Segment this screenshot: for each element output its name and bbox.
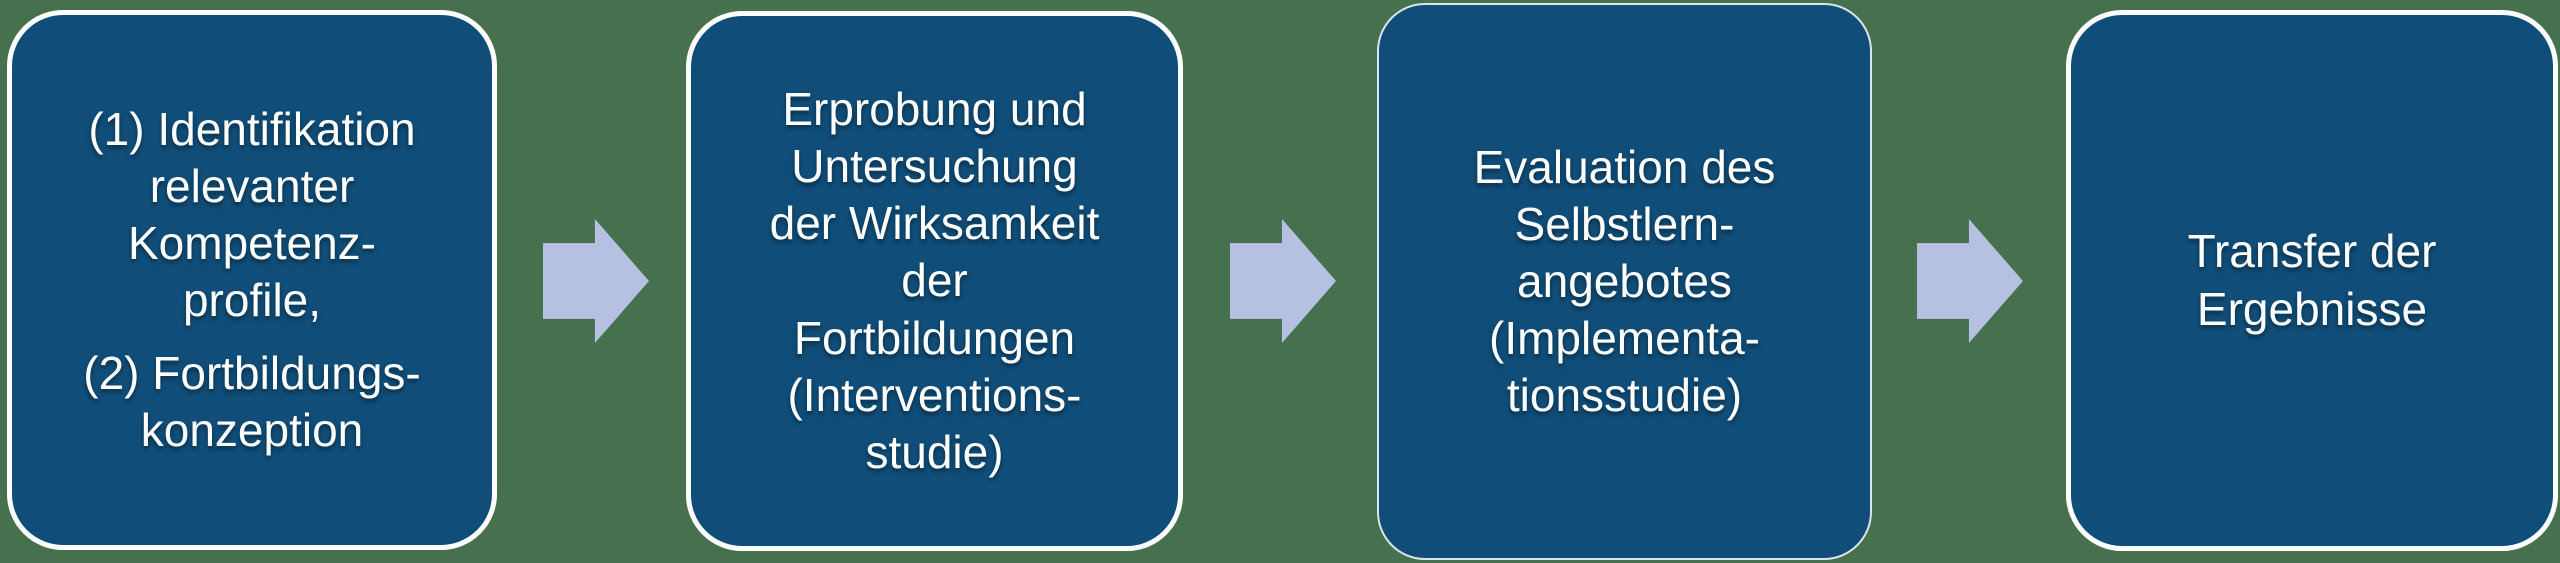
step-1-text-part-2: (2) Fortbildungs- konzeption — [83, 347, 421, 457]
arrow-right-icon-1 — [543, 219, 649, 343]
step-3-text: Evaluation des Selbstlern- angebotes (Im… — [1473, 140, 1776, 422]
step-1-text-part-1: (1) Identifikation relevanter Kompetenz-… — [88, 102, 416, 326]
step-2-box: Erprobung und Untersuchung der Wirksamke… — [686, 11, 1183, 551]
step-1-box: (1) Identifikation relevanter Kompetenz-… — [7, 10, 497, 550]
step-2-text: Erprobung und Untersuchung der Wirksamke… — [769, 83, 1100, 478]
step-3-box: Evaluation des Selbstlern- angebotes (Im… — [1377, 3, 1872, 560]
arrow-right-icon-2 — [1230, 219, 1336, 343]
step-4-text: Transfer der Ergebnisse — [2187, 225, 2437, 335]
arrow-right-icon-3 — [1917, 219, 2023, 343]
step-4-box: Transfer der Ergebnisse — [2066, 10, 2558, 551]
